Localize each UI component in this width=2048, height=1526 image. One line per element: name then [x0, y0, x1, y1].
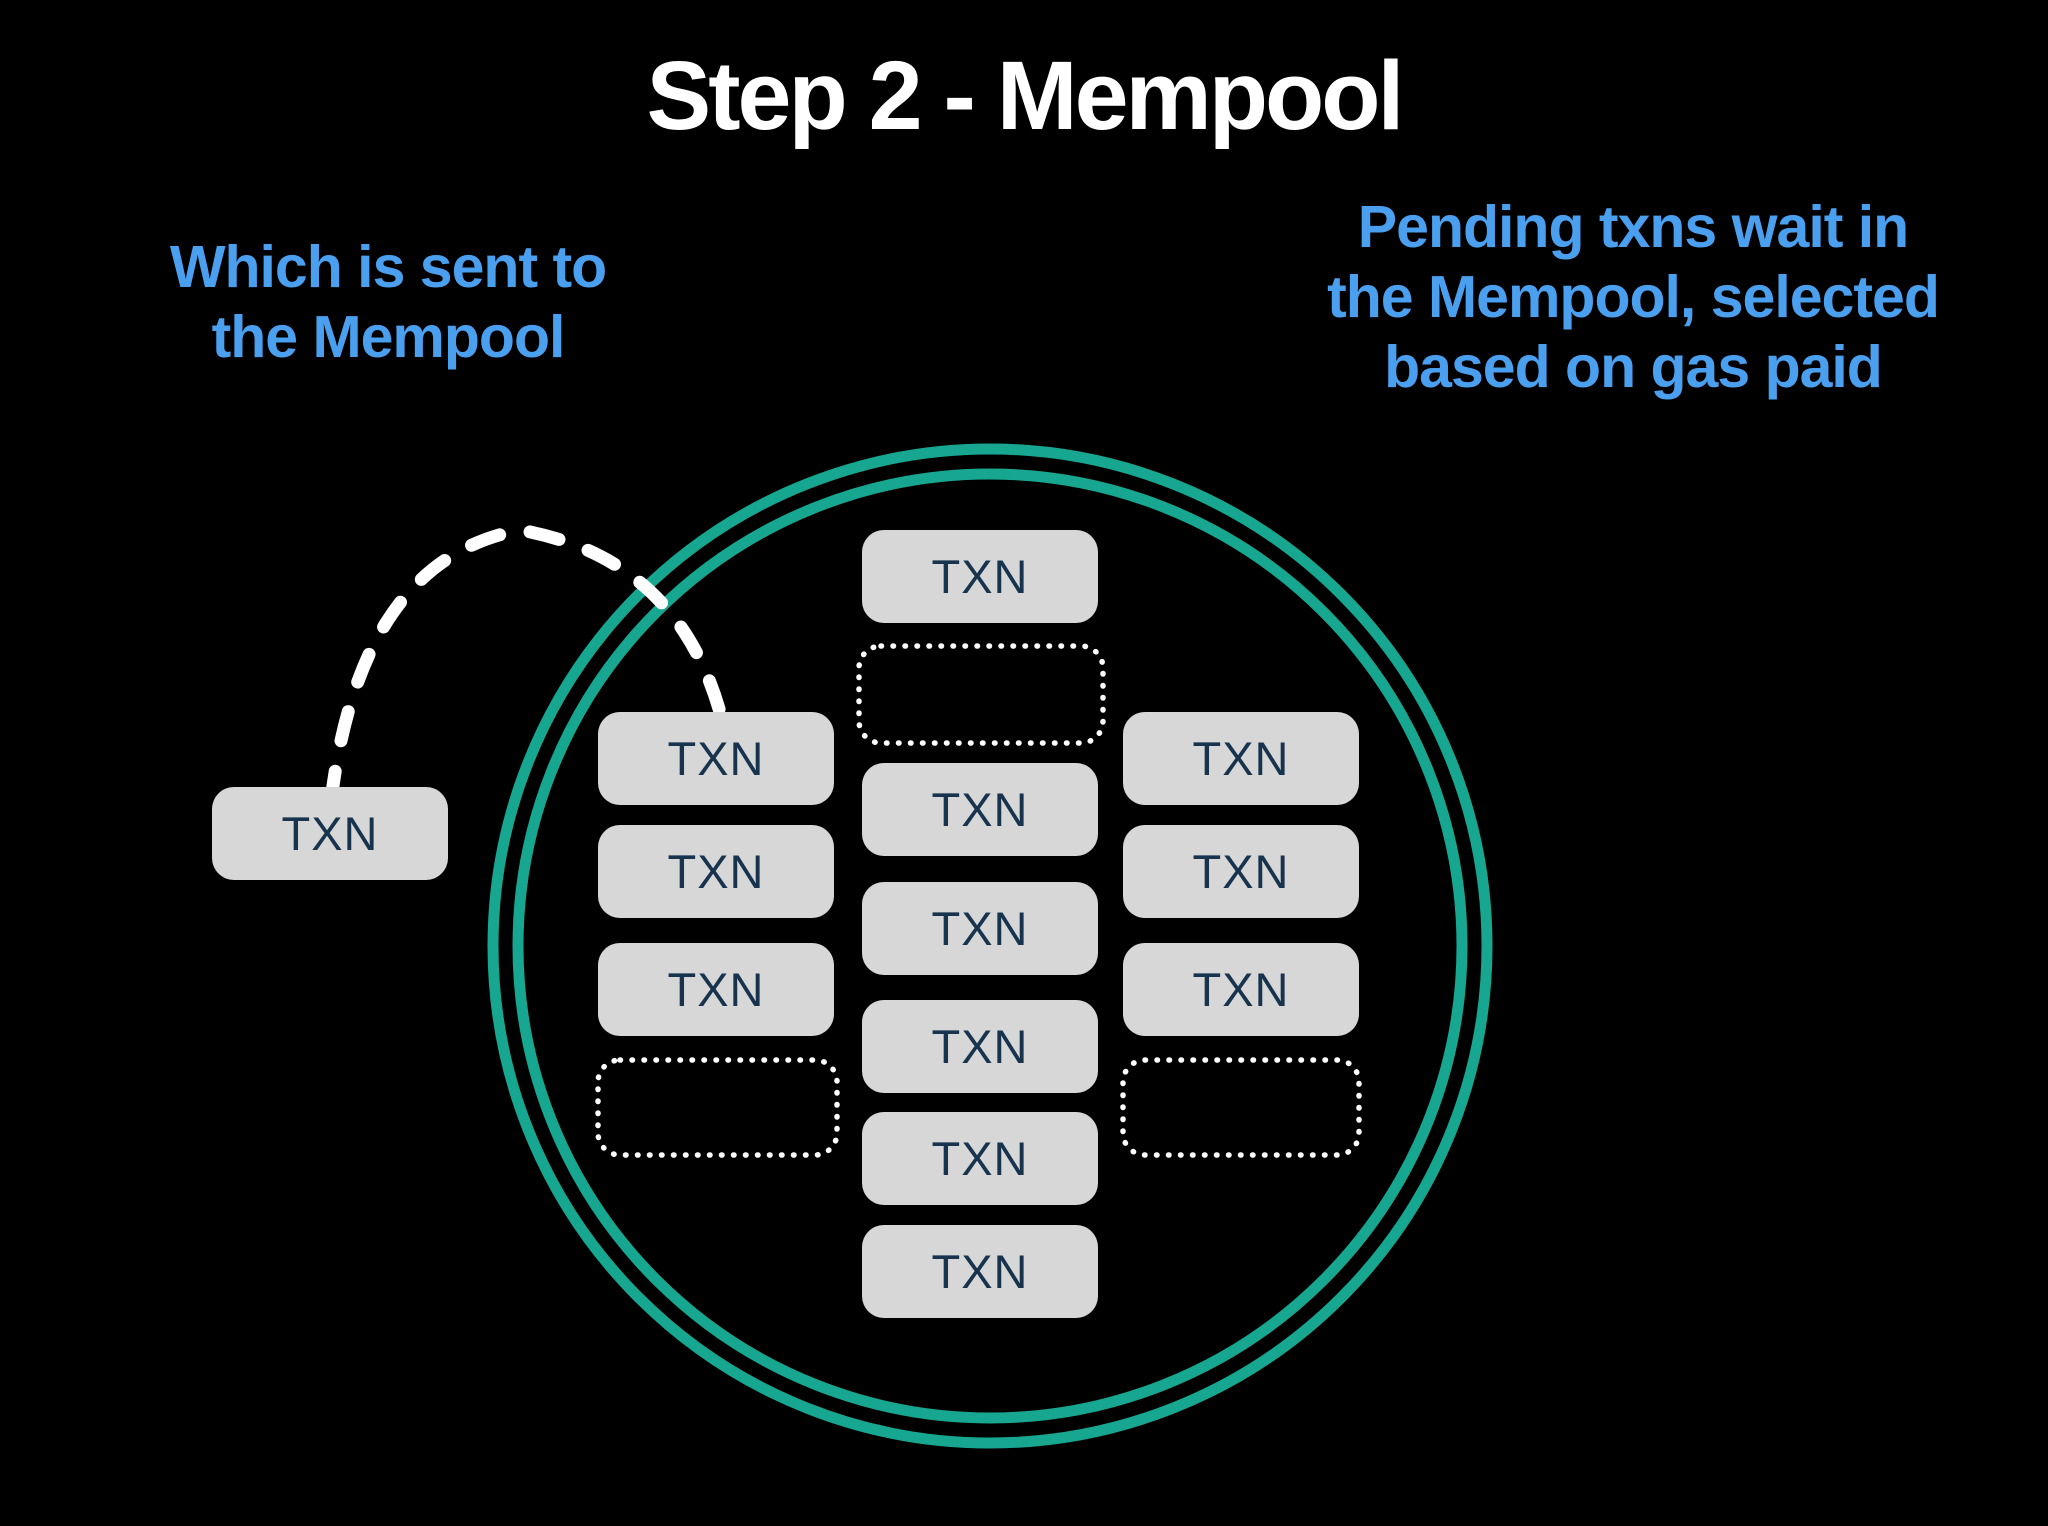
txn-box-center-6: TXN [862, 1225, 1098, 1318]
empty-slot-left [595, 1057, 840, 1158]
txn-box-external: TXN [212, 787, 448, 880]
txn-box-center-4: TXN [862, 1000, 1098, 1093]
page-title: Step 2 - Mempool [646, 41, 1405, 150]
txn-flow-dashed-arrow [324, 523, 734, 808]
empty-slot-right [1120, 1057, 1362, 1158]
txn-box-right-1: TXN [1123, 712, 1359, 805]
txn-box-center-3: TXN [862, 882, 1098, 975]
left-annotation: Which is sent to the Mempool [88, 232, 688, 372]
txn-box-left-2: TXN [598, 825, 834, 918]
right-annotation-line-2: the Mempool, selected [1327, 264, 1940, 330]
mempool-circle-inner [512, 468, 1468, 1424]
right-annotation: Pending txns wait in the Mempool, select… [1208, 192, 2048, 402]
mempool-circle-outer [487, 443, 1493, 1449]
txn-box-center-2: TXN [862, 763, 1098, 856]
left-annotation-line-2: the Mempool [211, 304, 566, 370]
txn-box-center-5: TXN [862, 1112, 1098, 1205]
left-annotation-line-1: Which is sent to [169, 234, 607, 300]
txn-box-right-2: TXN [1123, 825, 1359, 918]
right-annotation-line-3: based on gas paid [1384, 334, 1883, 400]
right-annotation-line-1: Pending txns wait in [1357, 194, 1909, 260]
txn-box-right-3: TXN [1123, 943, 1359, 1036]
empty-slot-center [856, 643, 1106, 746]
txn-box-center-1: TXN [862, 530, 1098, 623]
txn-box-left-3: TXN [598, 943, 834, 1036]
txn-box-left-1: TXN [598, 712, 834, 805]
